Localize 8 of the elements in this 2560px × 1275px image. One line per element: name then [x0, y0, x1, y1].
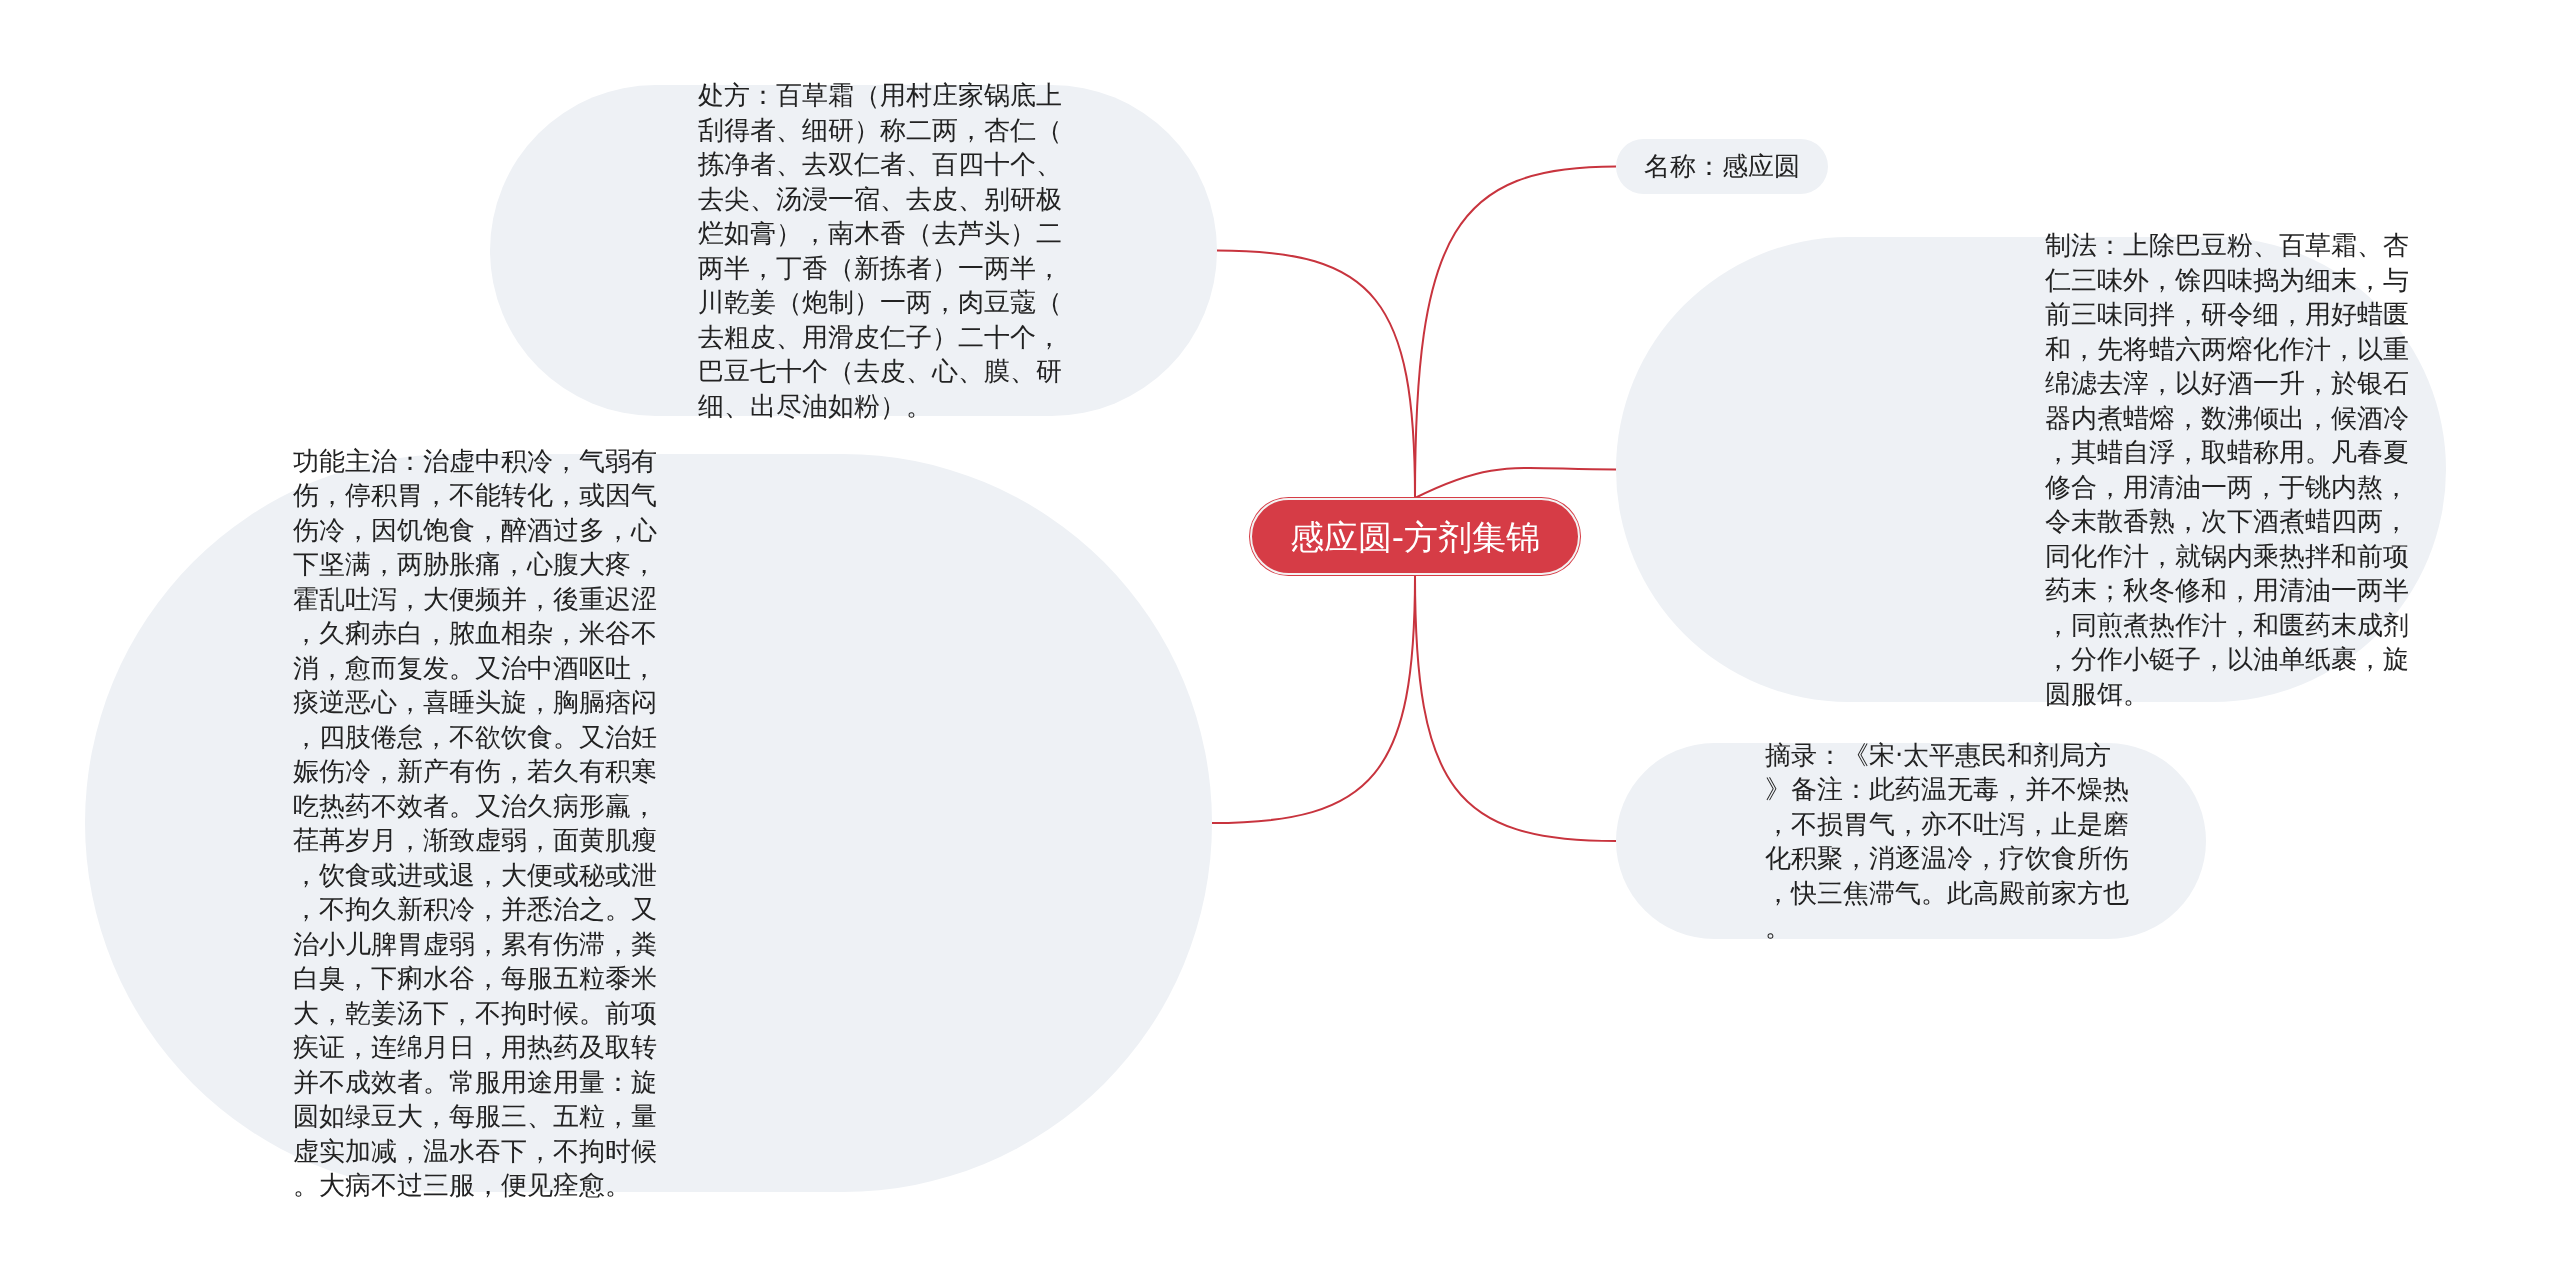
- branch-line: [1414, 467, 1617, 499]
- topic-text: 处方：百草霜（用村庄家锅底上刮得者、细研）称二两，杏仁（拣净者、去双仁者、百四十个、去尖、汤浸一宿、去皮、别研极烂如膏），南木香（去芦头）二两半，丁香（新拣者）一两半，川乾姜（炮制）一两，肉豆蔻（去粗皮、用滑皮仁子）二十个，巴豆七十个（去皮、心、膜、研细、出尽油如粉）。: [697, 79, 1063, 423]
- topic-title: 感应圆-方剂集锦: [1289, 516, 1541, 557]
- topic-text: 名称：感应圆: [1644, 150, 1800, 184]
- topic-text: 功能主治：治虚中积冷，气弱有伤，停积胃，不能转化，或因气伤冷，因饥饱食，醉酒过多，心下坚满，两胁胀痛，心腹大疼，霍乱吐泻，大便频并，後重迟涩，久痢赤白，脓血相杂，米谷不消，愈而复发。又治中酒呕吐，痰逆恶心，喜睡头旋，胸膈痞闷，四肢倦怠，不欲饮食。又治妊娠伤冷，新产有伤，若久有积寒吃热药不效者。又治久病形羸，荏苒岁月，渐致虚弱，面黄肌瘦，饮食或进或退，大便或秘或泄，不拘久新积冷，并悉治之。又治小儿脾胃虚弱，累有伤滞，粪白臭，下痢水谷，每服五粒黍米大，乾姜汤下，不拘时候。前项疾证，连绵月日，用热药及取转并不成效者。常服用途用量：旋圆如绿豆大，每服三、五粒，量虚实加减，温水吞下，不拘时候。大病不过三服，便见痊愈。: [292, 444, 658, 1202]
- branch-line: [1216, 249, 1416, 499]
- topic-text: 摘录：《宋·太平惠民和剂局方》备注：此药温无毒，并不燥热，不损胃气，亦不吐泻，止是磨化积聚，消逐温冷，疗饮食所伤，快三焦滞气。此高殿前家方也。: [1765, 738, 2131, 944]
- topic-text: 制法：上除巴豆粉、百草霜、杏仁三味外，馀四味捣为细末，与前三味同拌，研令细，用好蜡匮和，先将蜡六两熔化作汁，以重绵滤去滓，以好酒一升，於银石器内煮蜡熔，数沸倾出，候酒冷，其蜡自浮，取蜡称用。凡春夏修合，用清油一两，于铫内熬，令末散香熟，次下酒煮蜡四两，同化作汁，就锅内乘热拌和前项药末；秋冬修和，用清油一两半，同煎煮热作汁，和匮药末成剂，分作小铤子，以油单纸裹，旋圆服饵。: [2045, 229, 2411, 711]
